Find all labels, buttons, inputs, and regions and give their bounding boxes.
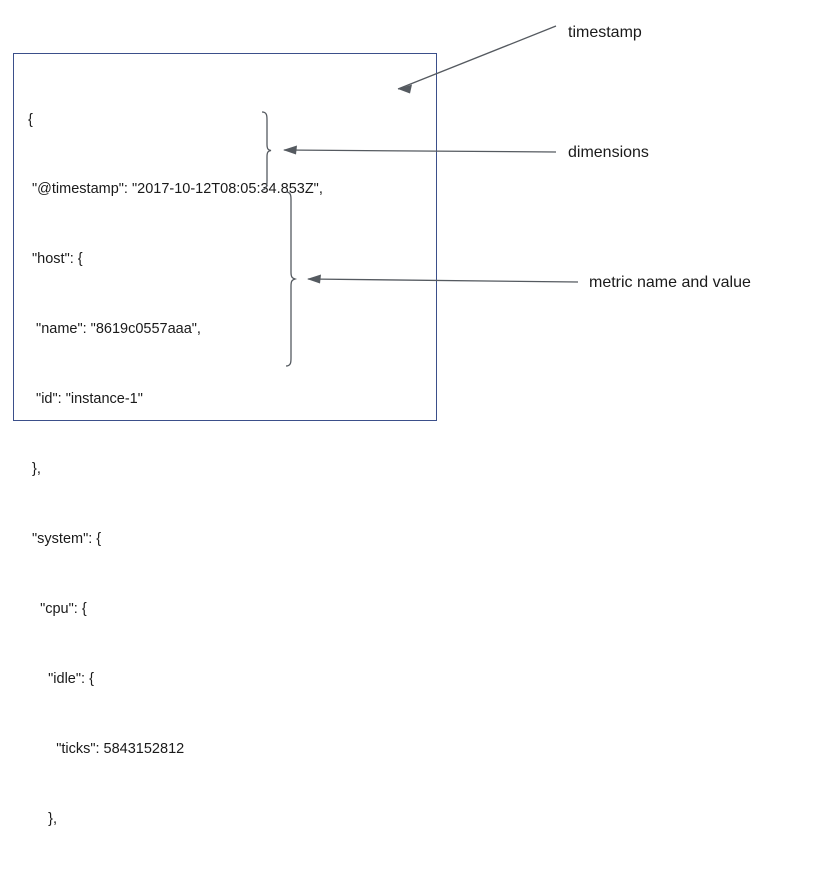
callout-label-dimensions: dimensions xyxy=(568,144,649,161)
json-line-cpu-open: "cpu": { xyxy=(28,600,87,617)
callout-label-metric: metric name and value xyxy=(589,274,751,291)
json-line-host-name: "name": "8619c0557aaa", xyxy=(28,321,201,338)
json-line-ticks: "ticks": 5843152812 xyxy=(28,740,185,757)
json-document-box: { "@timestamp": "2017-10-12T08:05:34.853… xyxy=(13,53,437,827)
json-line-host-close: }, xyxy=(28,461,41,478)
json-line-host-open: "host": { xyxy=(28,251,83,268)
json-line-system-open: "system": { xyxy=(28,530,102,547)
json-line-host-id: "id": "instance-1" xyxy=(28,391,143,408)
callout-label-timestamp: timestamp xyxy=(568,24,642,41)
json-line-idle-open: "idle": { xyxy=(28,670,94,687)
json-line: { xyxy=(28,111,33,128)
json-line-idle-close: }, xyxy=(28,810,58,827)
json-document-code: { "@timestamp": "2017-10-12T08:05:34.853… xyxy=(28,62,323,874)
json-line-timestamp: "@timestamp": "2017-10-12T08:05:34.853Z"… xyxy=(28,181,323,198)
